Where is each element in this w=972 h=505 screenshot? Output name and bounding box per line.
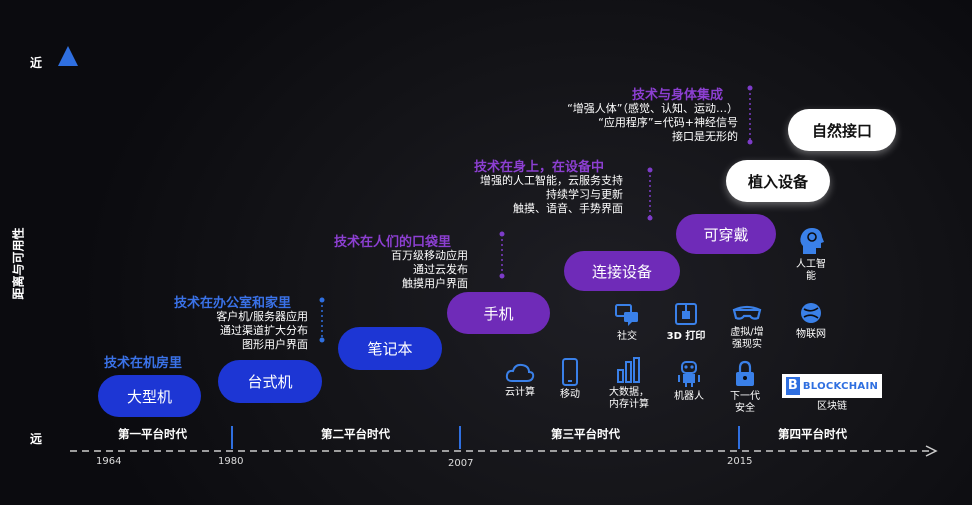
icon-blockchain: B BLOCKCHAIN 区块链	[781, 374, 883, 413]
vertical-axis	[58, 46, 78, 448]
blockchain-logo: B BLOCKCHAIN	[781, 374, 883, 398]
axis-far-label: 远	[30, 432, 43, 446]
stage-2-lines: 客户机/服务器应用 通过渠道扩大分布 图形用户界面	[216, 310, 308, 351]
year-2015: 2015	[727, 456, 753, 467]
stage-5-lines: “增强人体”（感觉、认知、运动…） “应用程序”=代码+神经信号 接口是无形的	[567, 102, 738, 143]
axis-near-label: 近	[30, 56, 43, 70]
3d-printer-icon	[675, 303, 697, 325]
pill-notebook: 笔记本	[338, 327, 442, 370]
stage-5-heading: 技术与身体集成	[632, 88, 724, 103]
icon-iot: 物联网	[786, 300, 836, 341]
vr-headset-icon	[732, 305, 762, 320]
bar-chart-icon	[617, 357, 640, 383]
pill-mainframe: 大型机	[98, 375, 201, 417]
year-1980: 1980	[218, 456, 244, 467]
smartphone-icon	[562, 358, 578, 386]
stage-4-lines: 增强的人工智能，云服务支持 持续学习与更新 触摸、语音、手势界面	[480, 174, 623, 215]
era-2: 第二平台时代	[321, 427, 390, 441]
pill-implant: 植入设备	[726, 160, 830, 202]
horizontal-axis	[70, 445, 938, 457]
stage-4-heading: 技术在身上，在设备中	[474, 160, 605, 175]
robot-icon	[678, 361, 700, 387]
stage-3-lines: 百万级移动应用 通过云发布 触摸用户界面	[391, 249, 468, 290]
pill-wearable: 可穿戴	[676, 214, 776, 254]
icon-3d-print: 3D 打印	[662, 302, 710, 343]
axis-arrowhead-up	[58, 46, 78, 66]
era-dividers	[231, 426, 740, 449]
era-1: 第一平台时代	[118, 427, 187, 441]
era-3: 第三平台时代	[551, 427, 620, 441]
cloud-icon	[505, 363, 535, 382]
pill-phone: 手机	[447, 292, 550, 334]
year-1964: 1964	[96, 456, 122, 467]
era-4: 第四平台时代	[778, 427, 847, 441]
social-icon	[615, 304, 638, 326]
stage-3-heading: 技术在人们的口袋里	[334, 235, 452, 250]
pill-desktop: 台式机	[218, 360, 322, 403]
year-2007: 2007	[448, 458, 474, 469]
pill-connected-devices: 连接设备	[564, 251, 680, 291]
stage-1-heading: 技术在机房里	[104, 356, 183, 371]
ai-head-icon	[800, 228, 824, 254]
icon-ai: 人工智 能	[786, 226, 836, 283]
icon-cloud: 云计算	[498, 362, 542, 399]
stage-2-heading: 技术在办公室和家里	[174, 296, 292, 311]
icon-robot: 机器人	[666, 360, 712, 403]
iot-globe-icon	[801, 303, 821, 323]
icon-security: 下一代 安全	[722, 360, 768, 415]
icon-social: 社交	[604, 302, 650, 343]
icon-bigdata: 大数据， 内存计算	[602, 356, 656, 411]
icon-vr: 虚拟/增 强现实	[722, 302, 772, 351]
pill-natural-interface: 自然接口	[788, 109, 896, 151]
padlock-icon	[736, 360, 754, 386]
icon-mobile: 移动	[550, 358, 590, 401]
